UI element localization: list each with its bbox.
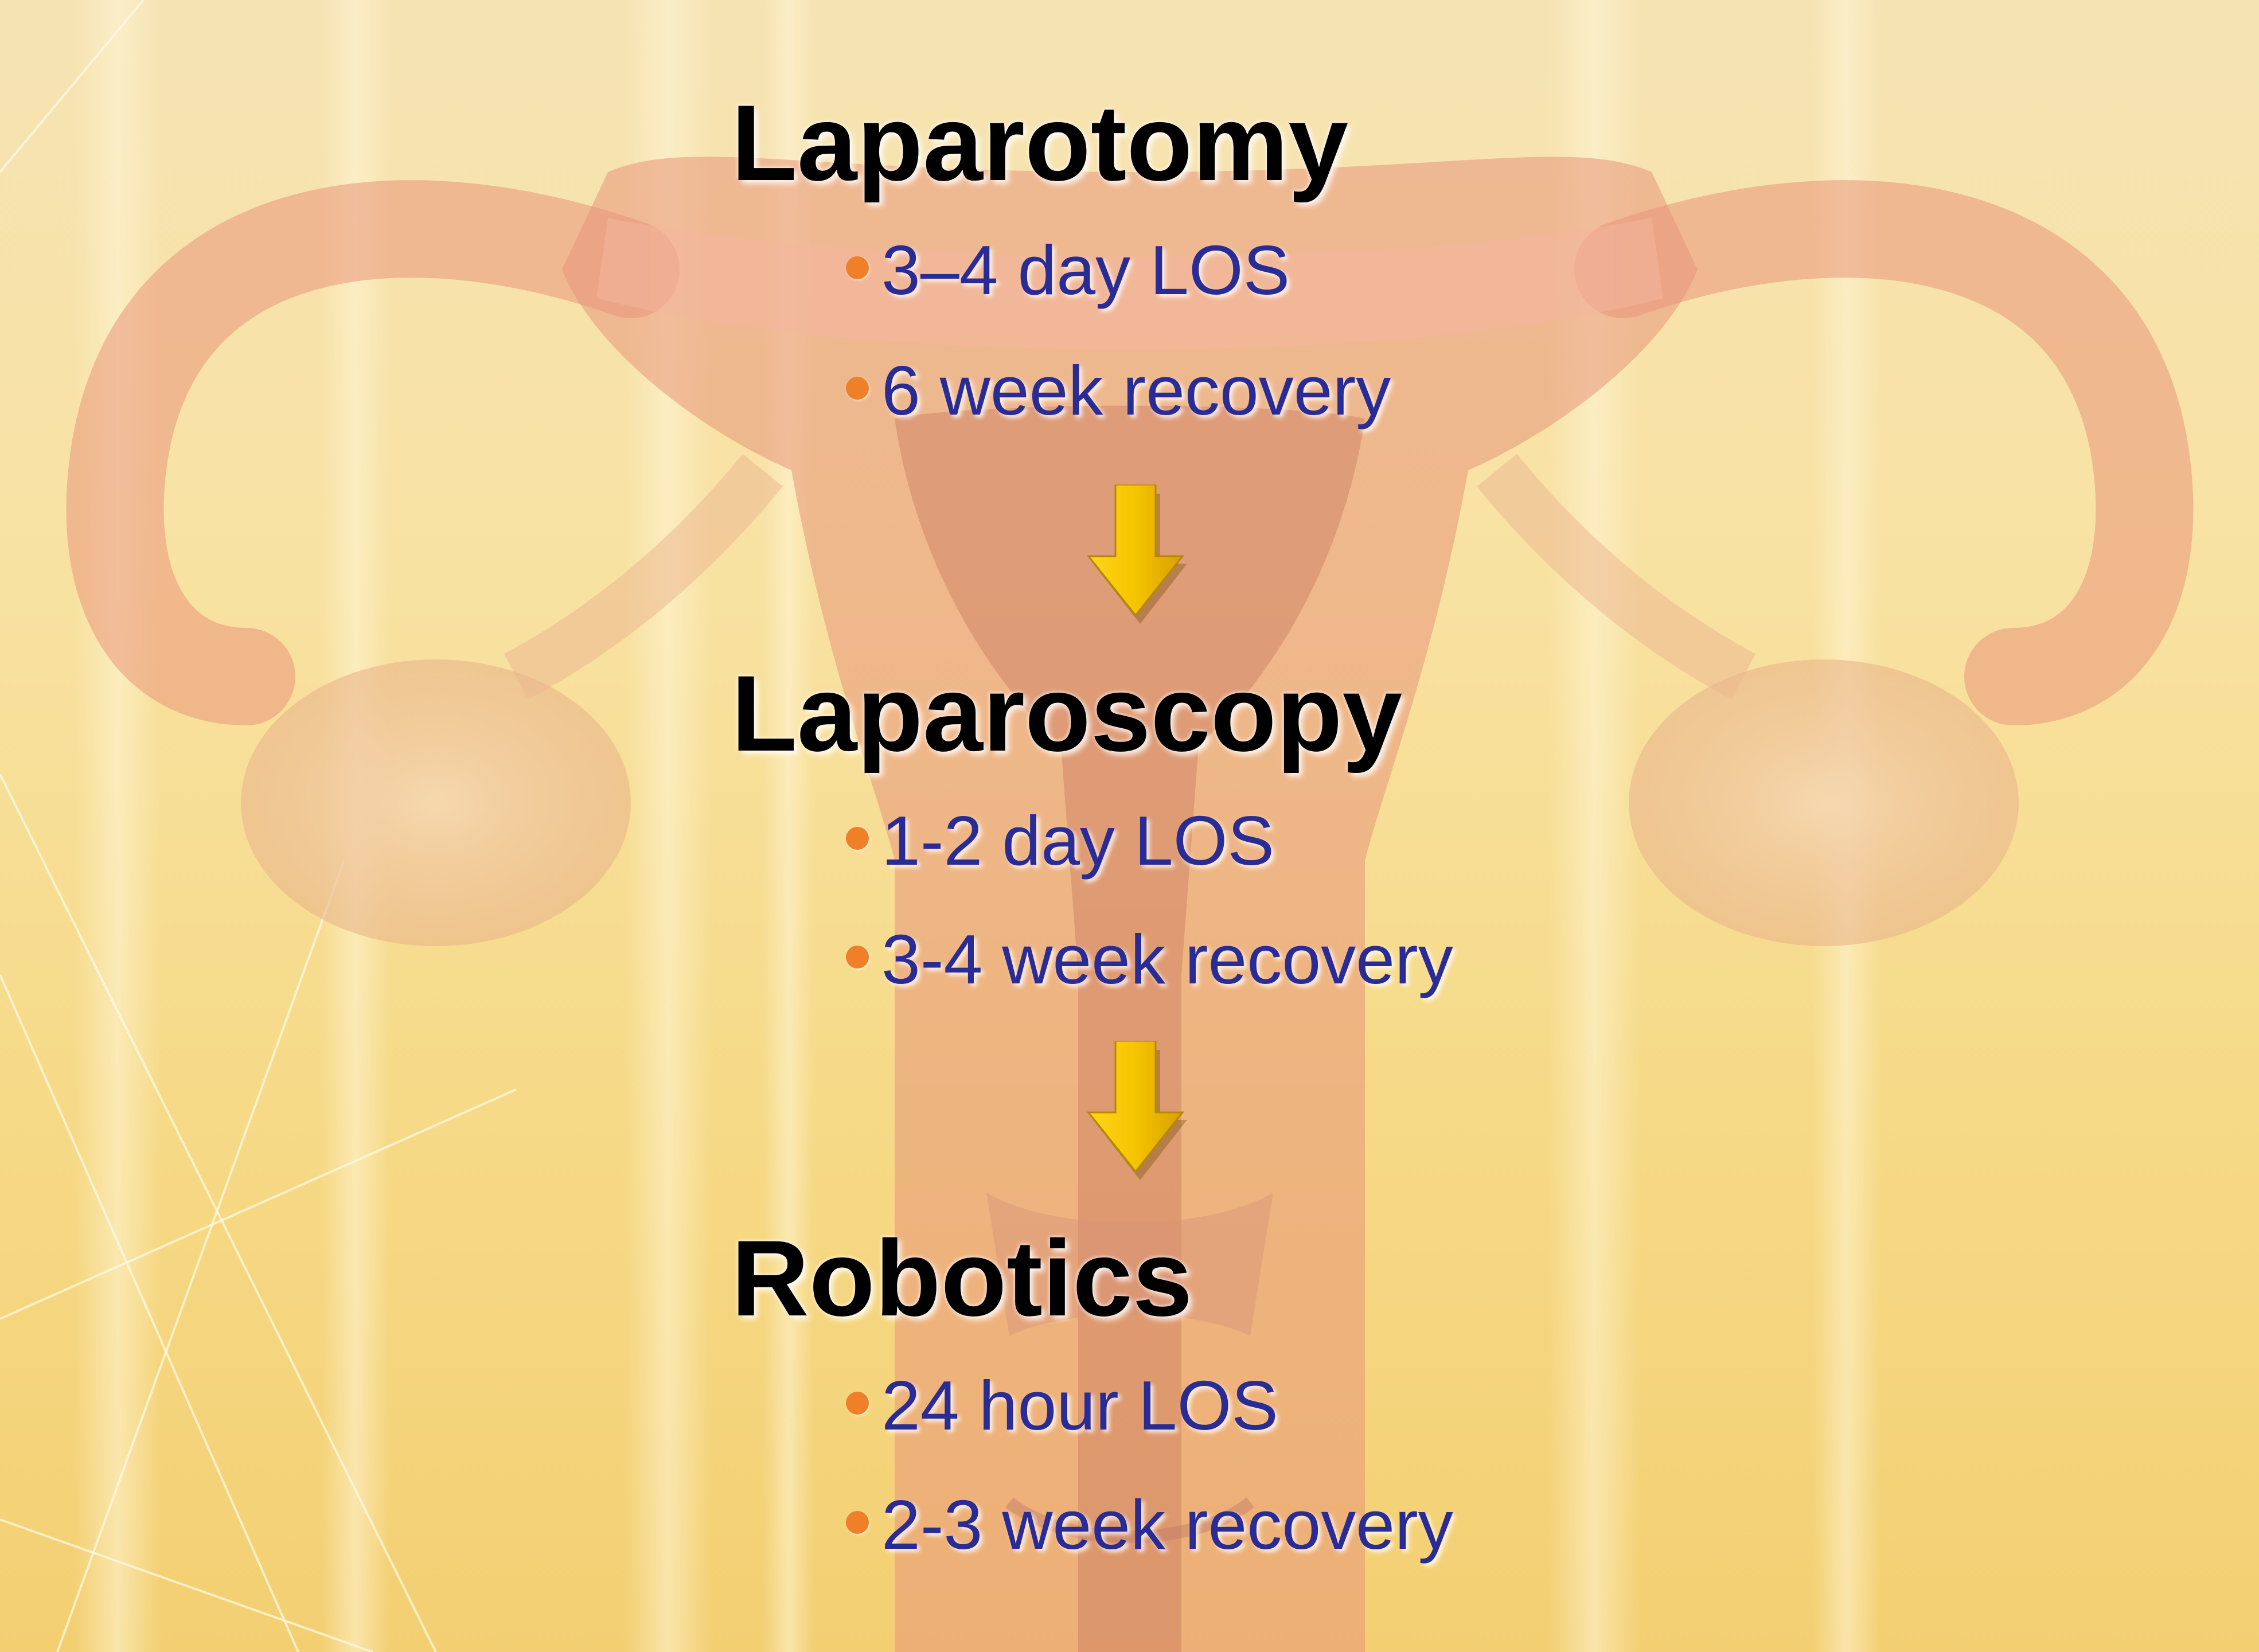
bullet-item: 2-3 week recovery (846, 1490, 1453, 1560)
bullet-text: 1-2 day LOS (881, 802, 1274, 880)
bullet-dot-icon (846, 256, 869, 279)
bullet-dot-icon (846, 377, 869, 400)
bullet-dot-icon (846, 946, 869, 968)
section-heading: Laparotomy (731, 89, 1348, 197)
bullet-text: 6 week recovery (881, 352, 1391, 429)
bullet-item: 3-4 week recovery (846, 924, 1453, 994)
bullet-text: 3–4 day LOS (881, 231, 1290, 309)
section-heading: Laparoscopy (731, 659, 1402, 767)
bullet-dot-icon (846, 827, 869, 850)
down-arrow-icon (1084, 1041, 1187, 1181)
bullet-text: 3-4 week recovery (881, 920, 1453, 998)
section-robotics: Robotics (731, 1224, 1192, 1332)
bullet-text: 2-3 week recovery (881, 1486, 1453, 1564)
bullet-item: 24 hour LOS (846, 1370, 1278, 1440)
down-arrow-icon (1084, 485, 1187, 625)
bullet-dot-icon (846, 1511, 869, 1534)
section-laparoscopy: Laparoscopy (731, 659, 1402, 767)
section-laparotomy: Laparotomy (731, 89, 1348, 197)
bullet-text: 24 hour LOS (881, 1366, 1278, 1444)
section-heading: Robotics (731, 1224, 1192, 1332)
bullet-item: 1-2 day LOS (846, 806, 1274, 876)
bullet-dot-icon (846, 1392, 869, 1415)
bullet-item: 3–4 day LOS (846, 235, 1290, 305)
bullet-item: 6 week recovery (846, 356, 1391, 425)
